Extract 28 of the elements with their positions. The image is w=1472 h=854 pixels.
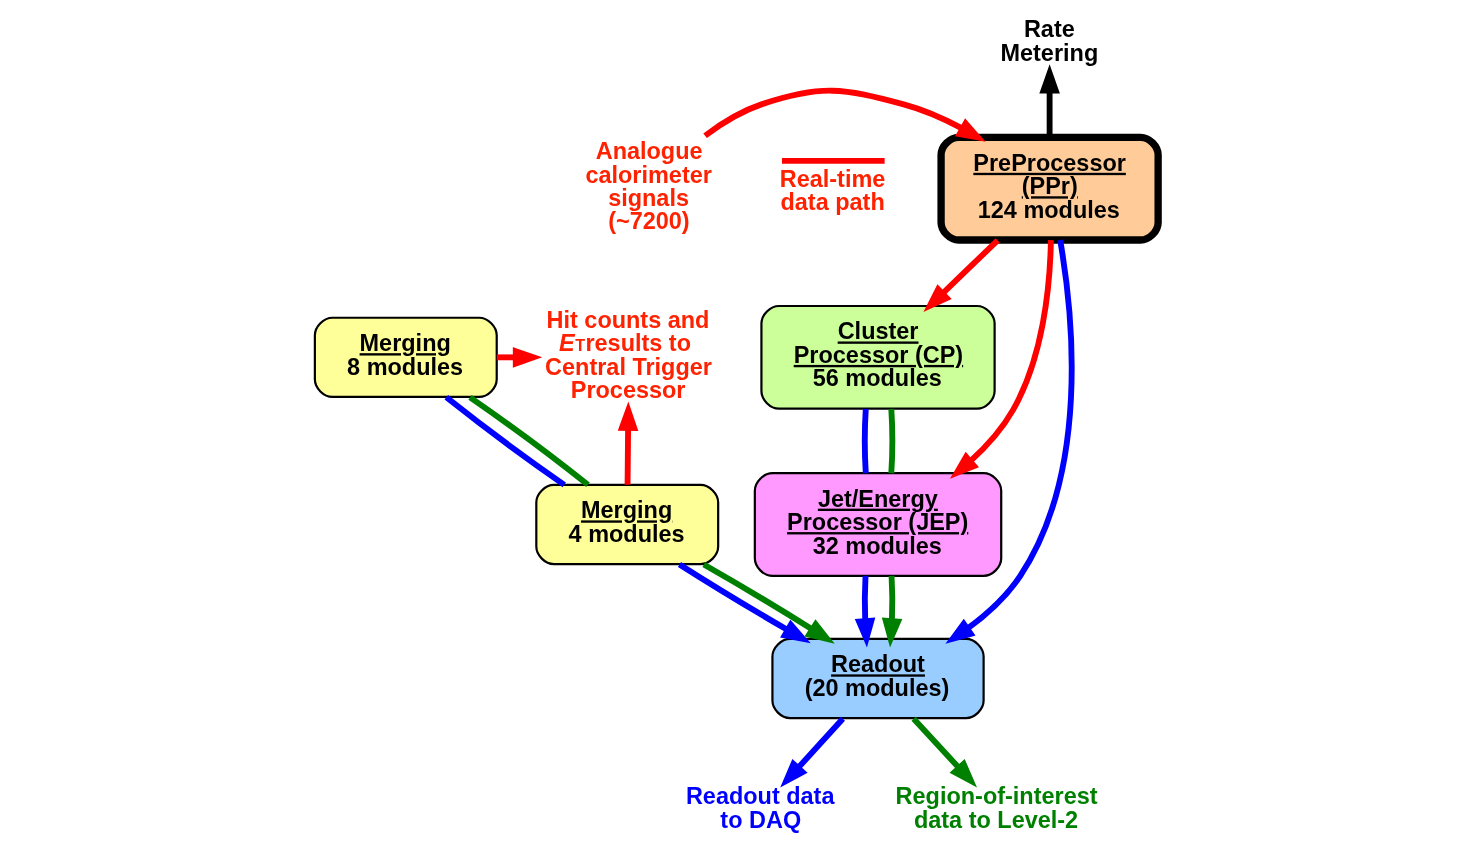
arrow	[496, 347, 542, 368]
node-box: Merging 4 modules	[534, 483, 719, 566]
arrow	[701, 561, 835, 644]
arrow	[779, 716, 845, 788]
node-text: Region-of-interest data to Level-2	[895, 783, 1098, 833]
node-text: Rate Metering	[999, 16, 1098, 66]
arrow	[702, 87, 986, 142]
node-box: Readout (20 modules)	[770, 637, 985, 720]
arrow	[881, 575, 902, 648]
node-box: Cluster Processor (CP) 56 modules	[759, 304, 996, 410]
connector	[861, 408, 869, 474]
arrow	[949, 240, 1054, 479]
node-box: Merging 8 modules	[313, 316, 498, 399]
arrow	[617, 401, 638, 485]
connector	[467, 394, 590, 488]
arrow	[922, 238, 1000, 313]
arrow	[854, 575, 875, 648]
node-text: Readout data to DAQ	[685, 783, 834, 833]
node-text: Hit counts and ETresults to Central Trigger Processor	[544, 306, 712, 404]
arrow	[944, 239, 1075, 644]
legend-label: Real-time data path	[779, 165, 885, 216]
node-box: Jet/Energy Processor (JEP) 32 modules	[753, 472, 1002, 577]
arrow	[677, 562, 811, 644]
node-text: Analogue calorimeter signals (~7200)	[584, 138, 712, 235]
connector	[887, 408, 895, 474]
connector	[444, 395, 566, 488]
arrow	[911, 716, 977, 788]
node-box: PreProcessor (PPr) 124 modules	[936, 133, 1162, 244]
